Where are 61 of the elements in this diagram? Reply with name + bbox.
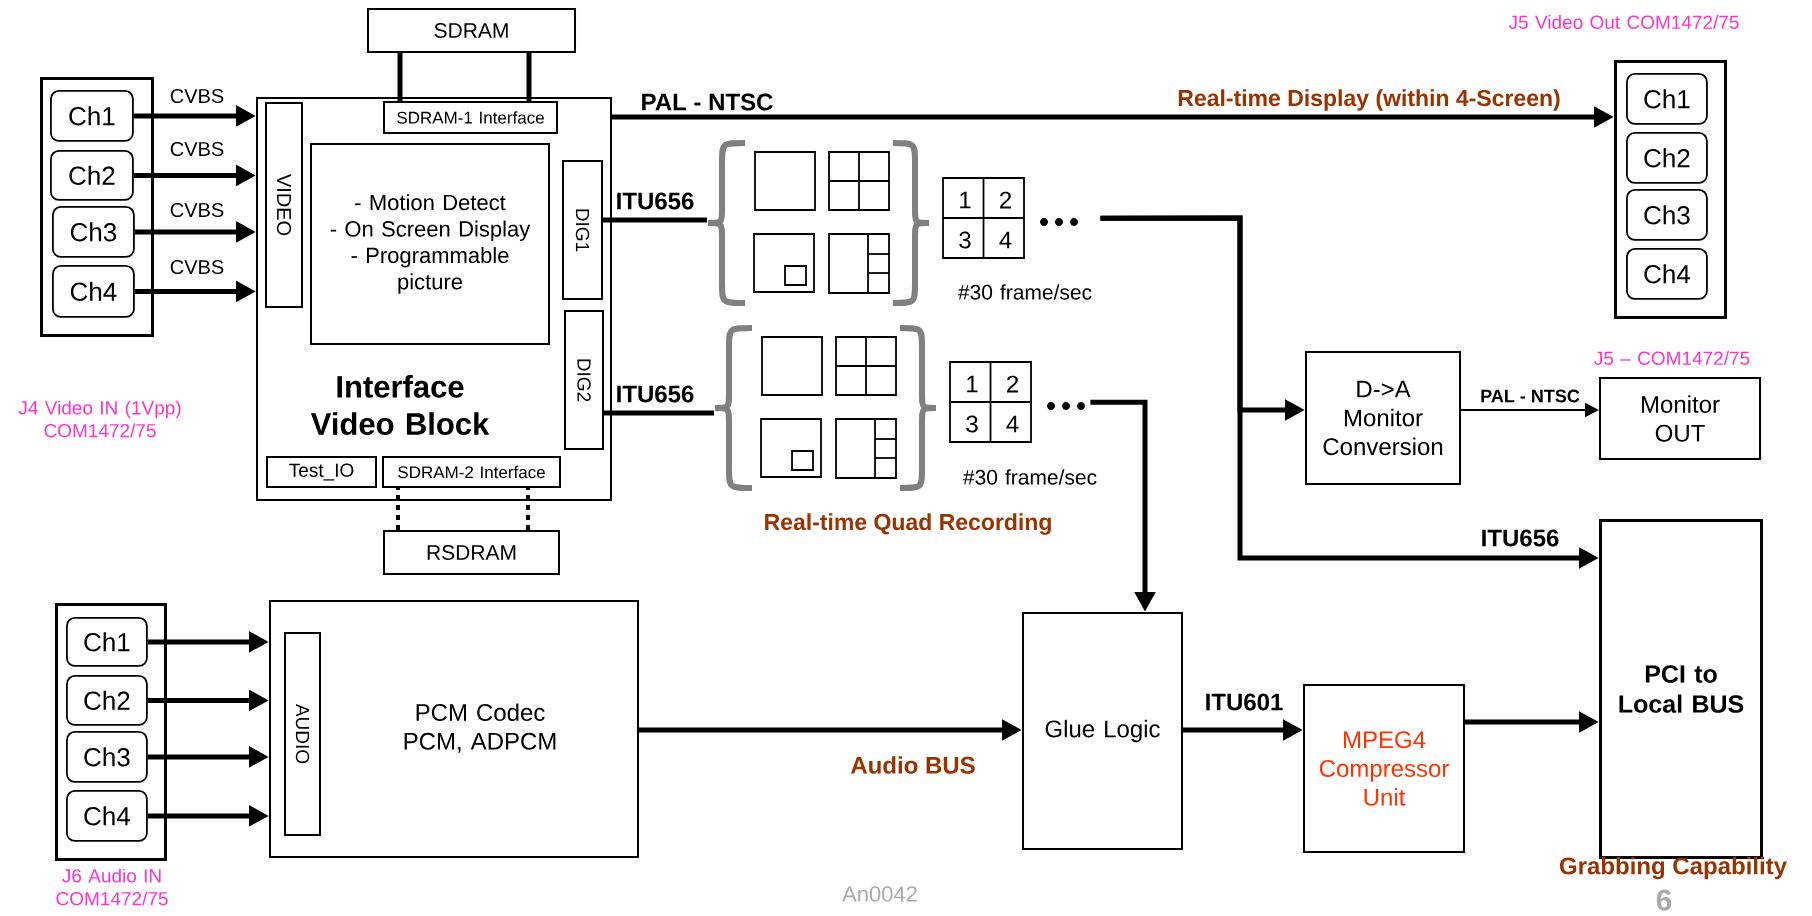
connector-line — [603, 217, 707, 223]
channel-box: Ch4 — [52, 265, 135, 318]
connector-box — [1614, 60, 1727, 319]
connector-line — [526, 488, 530, 530]
screen-layouts-drawing — [705, 140, 932, 306]
channel-box: Ch3 — [1626, 189, 1708, 241]
edge-label: CVBS — [168, 140, 226, 158]
channel-box: Ch2 — [1626, 132, 1708, 184]
edge-label: Audio BUS — [849, 755, 977, 775]
section-label: Real-time Display (within 4-Screen) — [1178, 89, 1560, 111]
frame-rate-label: #30 frame/sec — [958, 284, 1092, 300]
connector-box — [40, 77, 154, 337]
connector-line — [397, 53, 403, 101]
edge-label: CVBS — [168, 87, 226, 105]
port-box: DIG1 — [562, 160, 603, 300]
connector-line — [604, 410, 714, 416]
block-box: SDRAM — [367, 8, 576, 53]
block-box: - Motion Detect - On Screen Display - Programmable picture — [310, 143, 550, 345]
quad-grid: 1 2 3 4 — [949, 361, 1085, 443]
connector-label: J5 Video Out COM1472/75 — [1508, 15, 1739, 29]
connector-line — [526, 53, 532, 101]
block-box: Glue Logic — [1022, 612, 1183, 850]
block-box: Monitor OUT — [1599, 377, 1761, 460]
connector-label: J5 – COM1472/75 — [1594, 351, 1750, 365]
channel-box: Ch3 — [52, 206, 135, 258]
edge-label: ITU656 — [614, 191, 696, 211]
document-code: An0042 — [842, 886, 917, 902]
edge-label: PAL - NTSC — [639, 92, 775, 112]
port-box: AUDIO — [284, 632, 321, 836]
connector-label: J6 Audio IN COM1472/75 — [56, 868, 168, 906]
edge-label: PAL - NTSC — [1479, 388, 1581, 404]
section-label: Real-time Quad Recording — [765, 513, 1051, 535]
channel-box: Ch3 — [66, 731, 148, 783]
page-number: 6 — [1656, 889, 1672, 911]
connector-line — [396, 488, 400, 530]
edge-label: CVBS — [168, 201, 226, 219]
channel-box: Ch1 — [1626, 73, 1708, 125]
screen-layouts-drawing — [712, 325, 939, 491]
channel-box: Ch2 — [66, 675, 148, 726]
channel-box: Ch4 — [1626, 248, 1708, 300]
channel-box: Ch4 — [66, 790, 148, 842]
block-box: RSDRAM — [383, 530, 560, 575]
section-label: Grabbing Capability — [1560, 856, 1787, 880]
channel-box: Ch1 — [50, 90, 134, 142]
edge-label: ITU601 — [1203, 692, 1285, 712]
edge-label: CVBS — [168, 258, 226, 276]
edge-label: ITU656 — [1479, 528, 1561, 548]
edge-label: ITU656 — [614, 384, 696, 404]
block-box: SDRAM-1 Interface — [383, 101, 558, 134]
block-box: SDRAM-2 Interface — [382, 456, 561, 488]
quad-grid: 1 2 3 4 — [942, 177, 1078, 259]
channel-box: Ch2 — [50, 150, 134, 201]
frame-rate-label: #30 frame/sec — [963, 469, 1097, 485]
block-box: MPEG4 Compressor Unit — [1303, 684, 1465, 853]
port-box: VIDEO — [265, 102, 303, 308]
block-box: Test_IO — [266, 456, 377, 488]
block-box: D->A Monitor Conversion — [1305, 351, 1461, 485]
port-box: DIG2 — [564, 310, 604, 450]
connector-label: J4 Video IN (1Vpp) COM1472/75 — [18, 400, 181, 438]
connector-box — [55, 603, 167, 861]
channel-box: Ch1 — [66, 617, 148, 667]
